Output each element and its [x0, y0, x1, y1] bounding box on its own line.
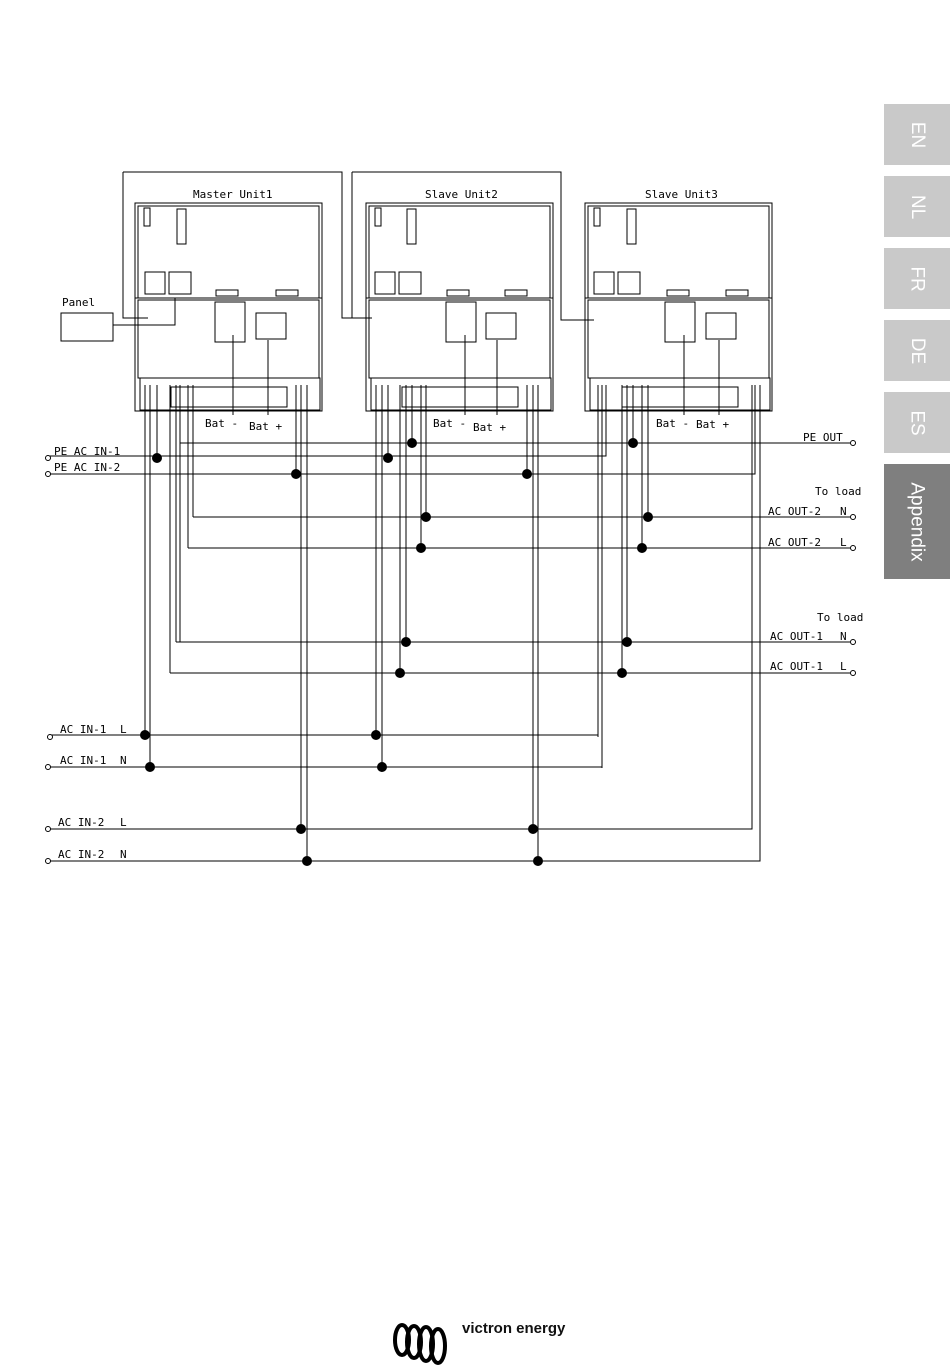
- bat-minus-label: Bat -: [656, 417, 689, 430]
- ac-in2-n-phase: N: [120, 848, 127, 861]
- unit-slave2-title: Slave Unit2: [425, 188, 498, 201]
- unit-slave2: [366, 203, 553, 411]
- pe-out-label: PE OUT: [803, 431, 843, 444]
- ac-out1-n-phase: N: [840, 630, 847, 643]
- panel-box: [61, 313, 113, 341]
- pe-in1-label: PE AC IN-1: [54, 445, 120, 458]
- bat-minus-label: Bat -: [433, 417, 466, 430]
- panel-label: Panel: [62, 296, 95, 309]
- bat-minus-label: Bat -: [205, 417, 238, 430]
- ac-out2-n-label: AC OUT-2: [768, 505, 821, 518]
- to-load-label: To load: [815, 485, 861, 498]
- ac-in1-l-phase: L: [120, 723, 127, 736]
- ac-in2-n-label: AC IN-2: [58, 848, 104, 861]
- ac-in1-n-phase: N: [120, 754, 127, 767]
- bat-plus-label: Bat +: [249, 420, 282, 433]
- ac-out2-l-phase: L: [840, 536, 847, 549]
- ac-in2-l-label: AC IN-2: [58, 816, 104, 829]
- pe-in2-label: PE AC IN-2: [54, 461, 120, 474]
- bat-plus-label: Bat +: [473, 421, 506, 434]
- unit-master-title: Master Unit1: [193, 188, 272, 201]
- ac-in2-l-phase: L: [120, 816, 127, 829]
- to-load-label: To load: [817, 611, 863, 624]
- brand-name: victron energy: [462, 1320, 565, 1337]
- ac-in1-l-label: AC IN-1: [60, 723, 106, 736]
- bat-plus-label: Bat +: [696, 418, 729, 431]
- pe-in1-bus: [48, 385, 606, 456]
- ac-out1-n-label: AC OUT-1: [770, 630, 823, 643]
- unit-slave3-title: Slave Unit3: [645, 188, 718, 201]
- unit-slave3: [585, 203, 772, 411]
- ac-out1-l-phase: L: [840, 660, 847, 673]
- ac-out2-l-label: AC OUT-2: [768, 536, 821, 549]
- ac-out1-l-label: AC OUT-1: [770, 660, 823, 673]
- ac-in1-n-label: AC IN-1: [60, 754, 106, 767]
- unit-master: [135, 203, 322, 411]
- ac-in1-l-bus: [50, 385, 598, 735]
- ac-out2-n-phase: N: [840, 505, 847, 518]
